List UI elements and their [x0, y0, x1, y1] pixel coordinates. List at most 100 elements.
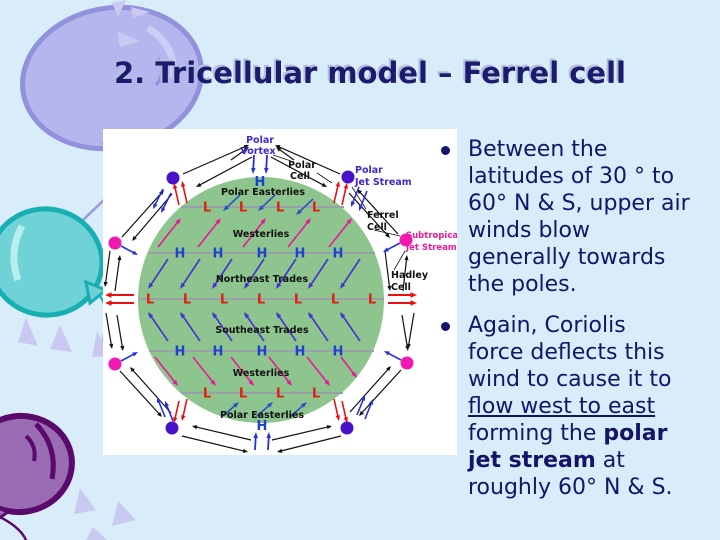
cell-flow-arrow — [182, 145, 247, 175]
low-pressure-symbol: L — [239, 387, 247, 402]
bullet-line-run: jet stream — [468, 448, 596, 473]
cell-flow-arrow — [404, 255, 409, 261]
bullet-line-run: Again, Coriolis — [468, 313, 626, 338]
cell-flow-arrow — [132, 235, 137, 241]
cell-flow-arrow — [348, 192, 389, 237]
cell-flow-arrow — [326, 425, 332, 430]
bullet-line-run: polar — [603, 421, 668, 446]
wind-arrow-polar-easterlies — [259, 194, 276, 210]
cell-flow-arrow — [117, 255, 122, 261]
cell-flow-arrow — [360, 369, 402, 415]
cell-flow-arrow — [270, 156, 326, 187]
wind-arrow-northeast-trades — [244, 258, 265, 287]
wind-arrow-southeast-trades — [309, 314, 329, 342]
low-pressure-symbol: L — [257, 293, 265, 308]
wind-arrow-northeast-trades — [276, 258, 297, 287]
slide-title: 2. Tricellular model – Ferrel cell — [114, 56, 626, 90]
sixty-degree-rising-arrow — [173, 183, 178, 189]
cell-flow-arrow — [109, 343, 114, 349]
balloon-highlight — [146, 25, 177, 79]
balloon-knot — [0, 507, 12, 520]
wind-arrow-southeast-trades — [341, 314, 361, 342]
balloon-teal — [0, 206, 109, 357]
wind-arrow-northeast-trades — [340, 282, 346, 289]
subtropical-jet-dot — [108, 357, 122, 371]
subtropical-jet-arrow — [384, 351, 390, 356]
cell-flow-arrow — [402, 257, 408, 292]
polar-jet-stream-label: Jet Stream — [354, 177, 412, 188]
cell-flow-arrow — [121, 191, 163, 238]
balloon-highlight — [10, 224, 26, 282]
bullet-line-run: roughly 60° N & S. — [468, 475, 673, 500]
cell-flow-arrow — [192, 425, 198, 430]
cell-flow-arrow — [196, 182, 202, 187]
wind-arrow-polar-easterlies — [256, 403, 272, 417]
label-pointer-line — [373, 229, 401, 237]
high-pressure-symbol: H — [213, 247, 224, 262]
polar-descent-arrow — [253, 432, 258, 439]
balloon-swirl — [24, 434, 37, 462]
wind-arrow-westerlies — [230, 356, 253, 385]
cell-flow-arrow — [119, 370, 161, 416]
wind-arrow-northeast-trades — [276, 282, 282, 289]
cell-flow-arrow — [116, 314, 124, 349]
low-pressure-symbol: L — [183, 293, 191, 308]
high-pressure-symbol: H — [175, 345, 186, 360]
sixty-degree-return-arrow — [161, 207, 166, 213]
polar-cell-label: Polar — [288, 160, 316, 171]
low-pressure-symbol: L — [276, 387, 284, 402]
sixty-degree-return-arrow — [153, 188, 164, 207]
sixty-degree-return-arrow — [153, 203, 158, 209]
sixty-degree-rising-arrow — [341, 400, 348, 421]
wind-arrow-southeast-trades — [245, 314, 265, 342]
bullet-line-run: winds blow — [468, 218, 590, 243]
cell-flow-arrow — [279, 435, 342, 452]
sixty-degree-rising-arrow — [173, 400, 180, 421]
cell-flow-arrow — [277, 147, 295, 161]
wind-arrow-polar-easterlies — [258, 205, 264, 211]
wind-arrow-northeast-trades — [212, 282, 218, 289]
wind-arrow-polar-easterlies — [296, 209, 302, 215]
sixty-degree-return-arrow — [157, 397, 162, 403]
wind-arrow-westerlies — [172, 379, 178, 386]
balloon-purple — [0, 412, 75, 540]
low-pressure-symbol: L — [239, 201, 247, 216]
label-pointer-line — [351, 186, 367, 210]
high-pressure-symbol: H — [333, 345, 344, 360]
cell-flow-arrow — [230, 147, 248, 161]
sixty-degree-rising-arrow — [341, 185, 348, 206]
cell-flow-arrow — [197, 156, 253, 187]
polar-descent-arrow — [264, 167, 269, 174]
wind-arrow-westerlies — [197, 219, 220, 248]
cell-flow-arrow — [384, 250, 391, 289]
wind-arrow-southeast-trades — [213, 314, 233, 342]
sixty-degree-rising-arrow — [181, 183, 188, 204]
wind-arrow-westerlies — [192, 356, 215, 385]
high-pressure-symbol: H — [295, 247, 306, 262]
balloon-swirl — [154, 57, 164, 86]
bullet-line-run: latitudes of 30 ° to — [468, 164, 675, 189]
sixty-degree-rising-arrow — [335, 181, 340, 187]
cell-flow-arrow — [401, 314, 409, 349]
sixty-degree-return-arrow — [165, 401, 170, 407]
low-pressure-symbol: L — [312, 201, 320, 216]
wind-arrow-northeast-trades — [212, 258, 233, 287]
balloon-swirl — [34, 422, 56, 480]
sixty-degree-rising-arrow — [333, 183, 340, 204]
subtropical-jet-stream-label: Subtropical — [406, 231, 457, 241]
wind-arrow-westerlies — [287, 219, 310, 248]
subtropical-jet-dot — [399, 233, 413, 247]
low-pressure-symbol: L — [203, 201, 211, 216]
high-pressure-symbol: H — [295, 345, 306, 360]
polar-jet-dot — [341, 170, 355, 184]
bullet-line-run: flow west to east — [468, 394, 656, 419]
cell-flow-arrow — [130, 367, 135, 373]
balloon-string — [0, 515, 28, 540]
sixty-degree-return-arrow — [165, 403, 174, 422]
